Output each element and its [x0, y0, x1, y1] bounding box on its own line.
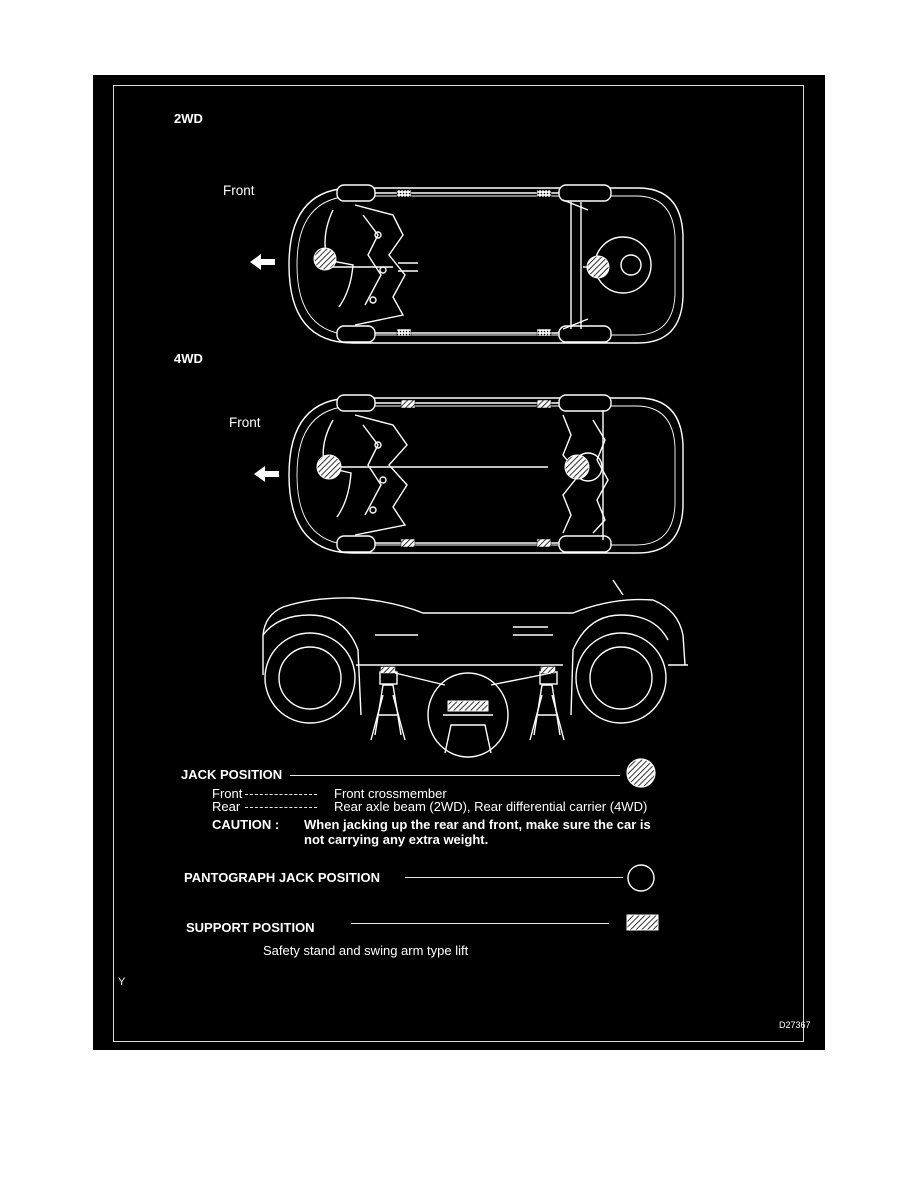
- support-pad-2wd-front-right: [396, 328, 412, 337]
- front-label-2wd: Front: [223, 183, 255, 198]
- support-position-symbol: [626, 914, 659, 931]
- corner-mark: Y: [118, 976, 126, 988]
- front-key: Front: [212, 786, 243, 801]
- side-support-pad-front: [380, 666, 396, 674]
- support-description: Safety stand and swing arm type lift: [263, 943, 469, 958]
- jack-position-leader: [290, 775, 620, 776]
- side-support-pad-rear: [540, 666, 556, 674]
- front-arrow-2wd-icon: [250, 254, 275, 270]
- support-detail-pad: [447, 700, 489, 712]
- jack-point-2wd-front: [313, 247, 337, 271]
- underbody-4wd: [288, 394, 684, 554]
- support-pad-2wd-rear-left: [536, 189, 552, 198]
- front-arrow-4wd-icon: [254, 466, 279, 482]
- caution-line-1: When jacking up the rear and front, make…: [304, 817, 651, 832]
- jack-point-4wd-front: [316, 454, 342, 480]
- section-2wd-title: 2WD: [174, 111, 203, 126]
- front-label-4wd: Front: [229, 415, 261, 430]
- section-4wd-title: 4WD: [174, 351, 203, 366]
- jack-point-2wd-rear: [586, 255, 610, 279]
- jack-position-title: JACK POSITION: [181, 767, 283, 782]
- vehicle-illustrations: [250, 184, 688, 931]
- underbody-2wd: [288, 184, 684, 344]
- support-title: SUPPORT POSITION: [186, 920, 315, 935]
- figure-sheet: 2WD Front 4WD Front JACK POSITION Front …: [93, 75, 825, 1050]
- support-pad-4wd-rear-right: [536, 538, 552, 548]
- side-view: [262, 579, 688, 758]
- support-pad-4wd-front-right: [400, 538, 416, 548]
- front-value: Front crossmember: [334, 786, 447, 801]
- rear-key-leader: [245, 807, 317, 808]
- front-key-leader: [245, 794, 317, 795]
- pantograph-symbol: [627, 864, 655, 892]
- support-leader: [351, 923, 609, 924]
- figure-code: D27367: [779, 1020, 811, 1030]
- jack-position-symbol: [626, 758, 656, 788]
- pantograph-leader: [405, 877, 623, 878]
- support-pad-2wd-front-left: [396, 189, 412, 198]
- pantograph-title: PANTOGRAPH JACK POSITION: [184, 870, 380, 885]
- support-pad-4wd-front-left: [400, 399, 416, 409]
- support-pad-2wd-rear-right: [536, 328, 552, 337]
- rear-value: Rear axle beam (2WD), Rear differential …: [334, 799, 648, 814]
- support-pad-4wd-rear-left: [536, 399, 552, 409]
- caution-label: CAUTION :: [212, 817, 280, 832]
- caution-line-2: not carrying any extra weight.: [304, 832, 489, 847]
- rear-key: Rear: [212, 799, 241, 814]
- figure-frame: [113, 85, 804, 1042]
- jack-point-4wd-rear: [564, 454, 590, 480]
